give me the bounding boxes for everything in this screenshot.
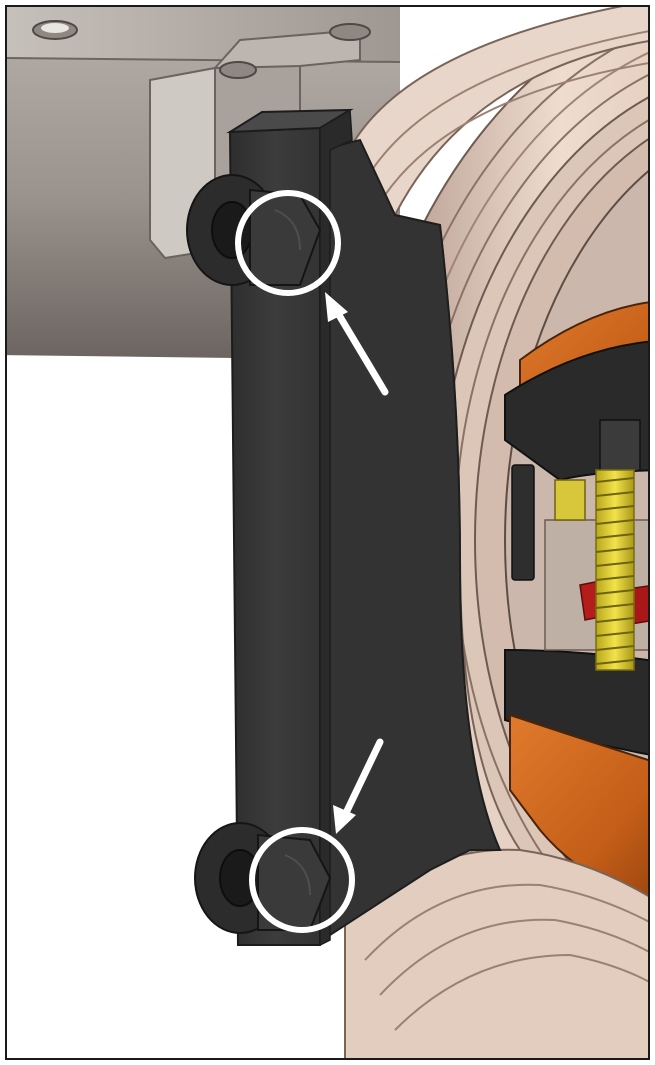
brake-shoe-upper: [504, 301, 649, 482]
top-highlight-circle: [235, 190, 341, 296]
brake-shoe-lower: [504, 648, 649, 903]
top-arrow-icon: [325, 292, 389, 396]
return-spring: [595, 469, 635, 671]
bottom-arrow-icon: [333, 738, 384, 834]
image-frame: [5, 5, 650, 1060]
lower-bushing: [194, 822, 332, 934]
bottom-highlight-circle: [249, 827, 355, 933]
mounting-bracket: [226, 108, 502, 947]
